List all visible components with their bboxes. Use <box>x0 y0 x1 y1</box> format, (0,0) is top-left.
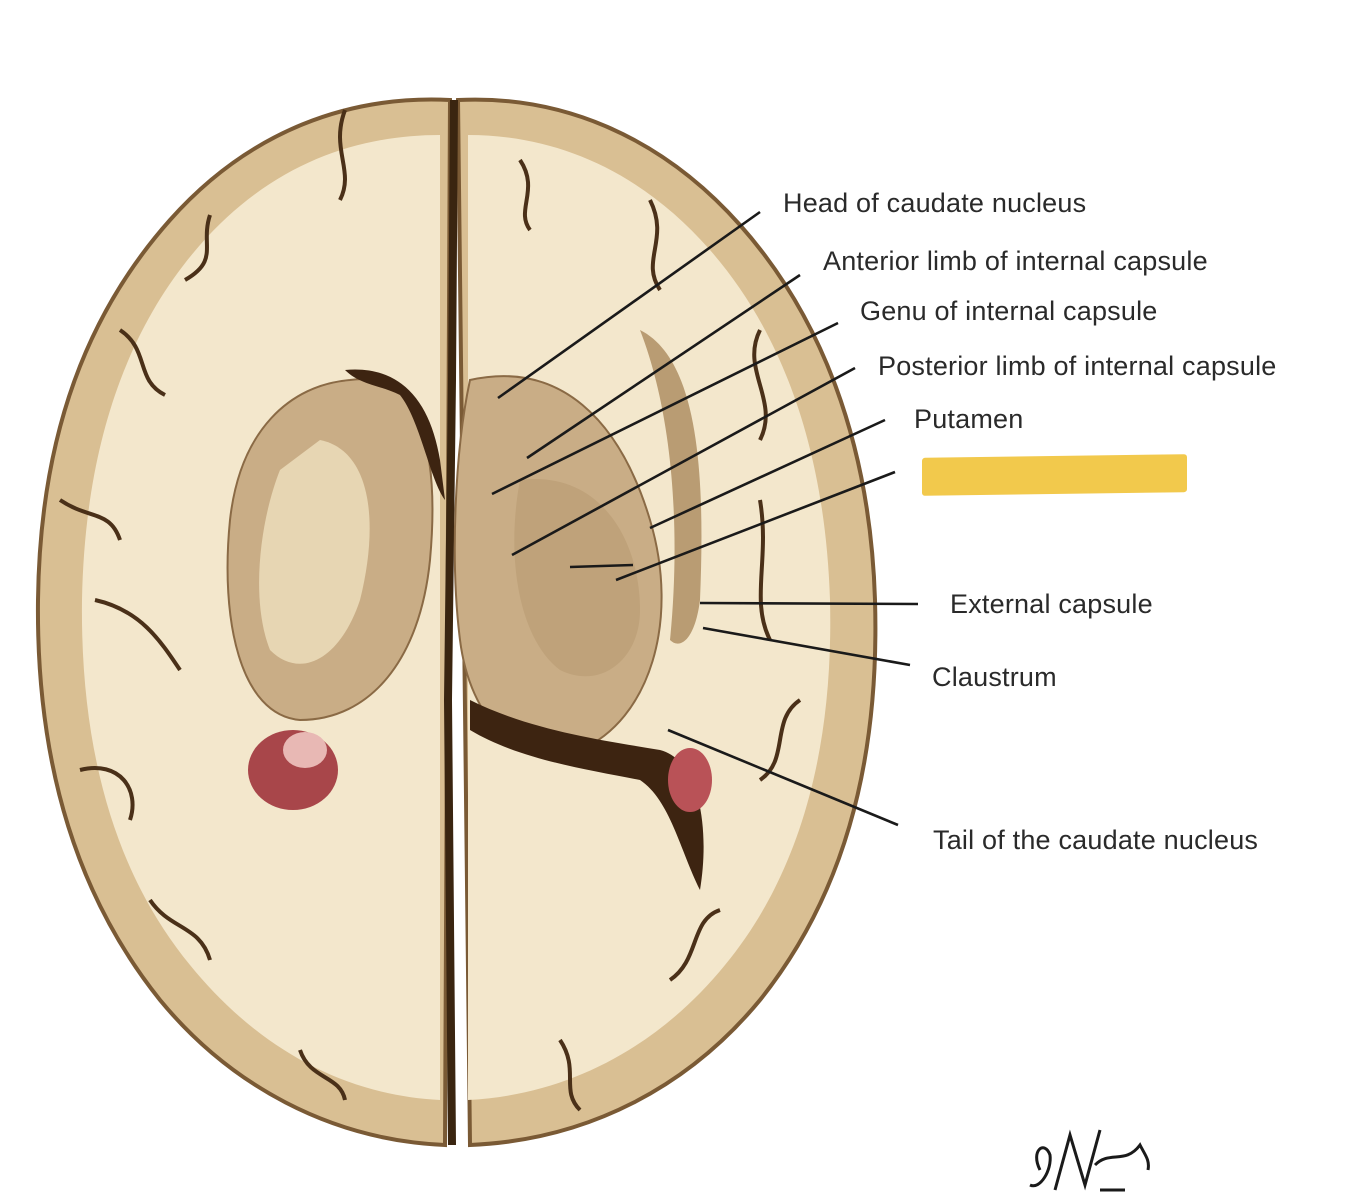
sulci <box>58 109 802 1112</box>
label-putamen: Putamen <box>914 404 1024 434</box>
artist-signature <box>1029 1129 1150 1192</box>
left-basal-ganglia <box>226 378 434 722</box>
right-choroid-plexus <box>668 748 712 812</box>
right-basal-ganglia <box>453 330 702 756</box>
label-external-capsule: External capsule <box>950 589 1153 619</box>
label-posterior-limb-internal-capsule: Posterior limb of internal capsule <box>878 351 1277 381</box>
leader-lines <box>491 210 919 827</box>
longitudinal-fissure <box>443 99 458 1146</box>
label-claustrum: Claustrum <box>932 662 1057 692</box>
lateral-ventricle <box>345 369 445 500</box>
label-genu-internal-capsule: Genu of internal capsule <box>860 296 1158 326</box>
label-head-of-caudate-nucleus: Head of caudate nucleus <box>783 188 1087 218</box>
label-tail-of-caudate-nucleus: Tail of the caudate nucleus <box>933 825 1259 855</box>
label-anterior-limb-internal-capsule: Anterior limb of internal capsule <box>823 246 1208 276</box>
posterior-ventricle <box>470 700 704 890</box>
hidden-label-box <box>922 454 1187 496</box>
